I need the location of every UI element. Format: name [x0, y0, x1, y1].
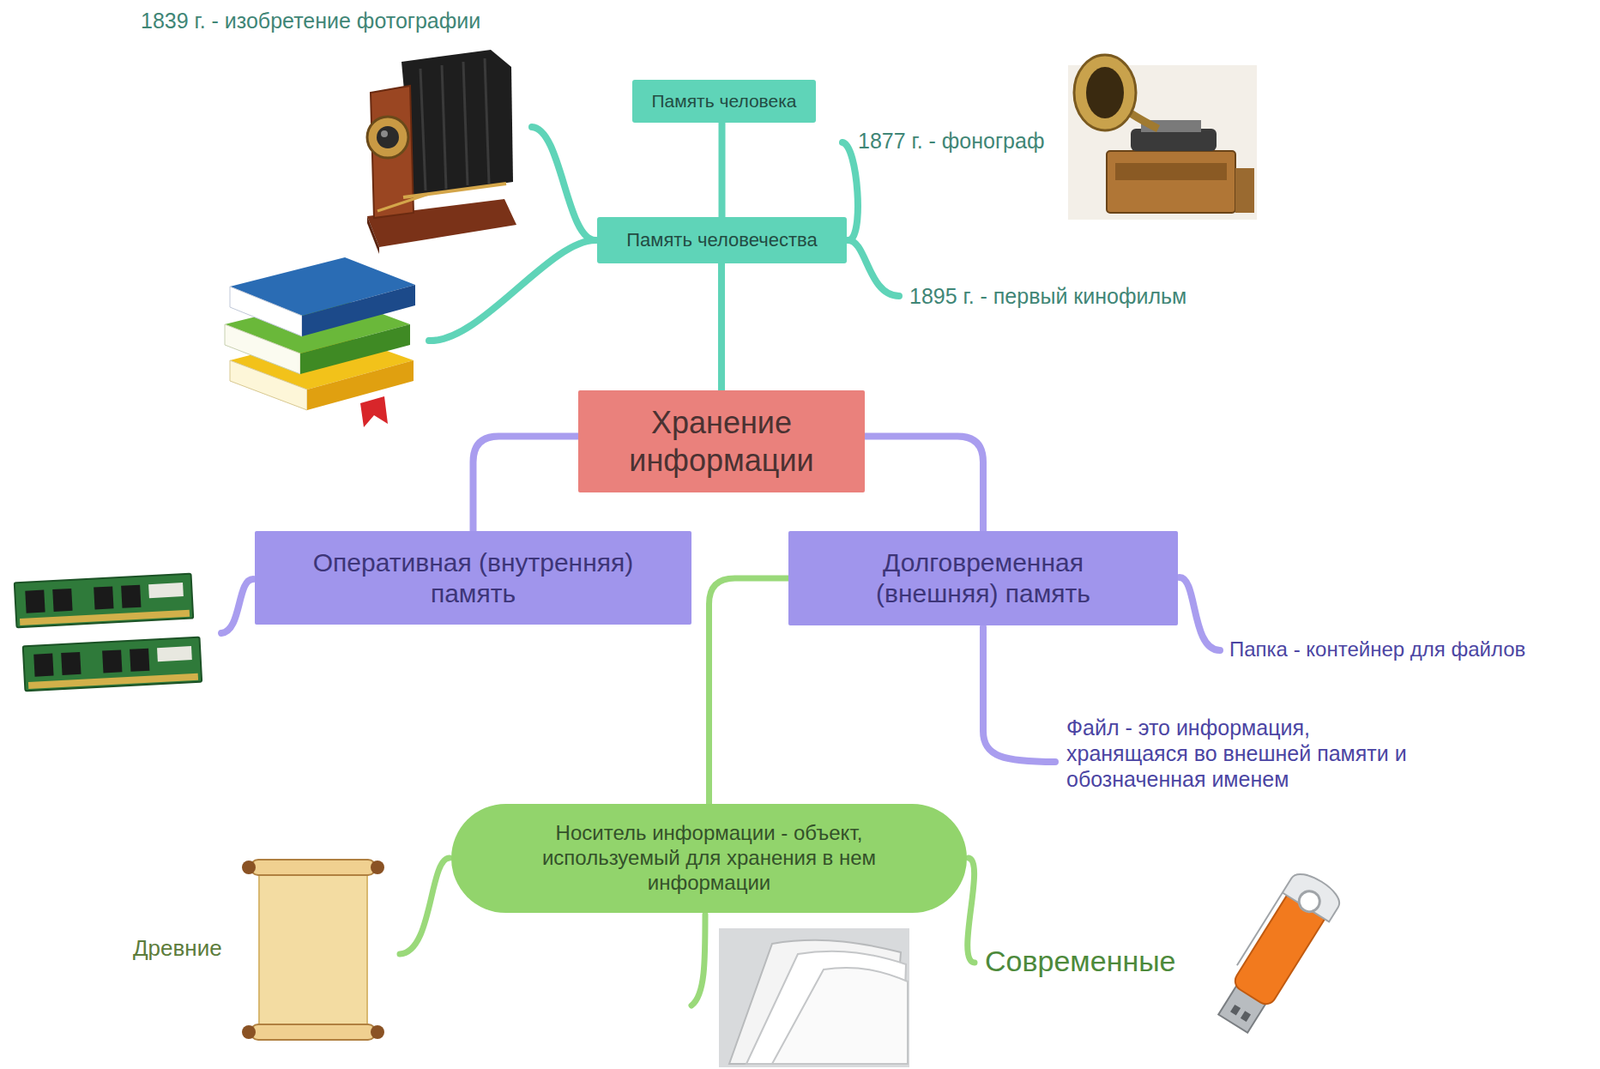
connector	[709, 578, 790, 804]
scroll-picture-part	[259, 869, 368, 1030]
ram-picture-part-part	[156, 646, 193, 662]
ram-picture-part-part	[129, 648, 150, 672]
leader-lines-part	[221, 579, 254, 634]
ram-picture-part-part	[19, 609, 190, 626]
root-box: Хранение информации	[578, 390, 865, 493]
teal-box: Память человечества	[597, 217, 847, 264]
flash-drive-picture-part	[1295, 887, 1324, 916]
scroll-picture-part	[370, 860, 385, 875]
phonograph-picture-part	[1235, 168, 1255, 213]
ram-picture-part-part	[28, 673, 199, 689]
ram-picture-part-part	[60, 652, 81, 676]
text-wrap: Носитель информации - объект, используем…	[520, 821, 899, 895]
camera-picture-part	[401, 49, 514, 196]
ram-picture-part-part	[14, 573, 194, 628]
memory-box: Оперативная (внутренняя) память	[254, 531, 692, 625]
leader-lines	[221, 126, 1220, 1006]
books-picture-part	[360, 396, 388, 428]
teal-box: Память человека	[632, 79, 816, 123]
phonograph-picture	[1068, 54, 1257, 220]
camera-picture-part	[377, 193, 429, 212]
scroll-picture-part	[250, 1024, 376, 1040]
camera-picture-part	[441, 65, 447, 189]
scroll-picture	[241, 859, 385, 1040]
paper-picture-part	[772, 967, 908, 1064]
connector	[718, 122, 726, 218]
memory-box: Долговременная (внешняя) память	[788, 531, 1178, 626]
definition-note: Папка - контейнер для файлов	[1229, 637, 1526, 663]
definition-note: Файл - это информация, хранящаяся во вне…	[1066, 714, 1427, 792]
leader-lines-part	[1179, 577, 1220, 651]
camera-picture-part	[463, 61, 468, 186]
camera-picture-part	[376, 126, 399, 149]
flash-drive-picture-part	[1230, 1004, 1241, 1016]
ram-picture-part	[14, 573, 194, 628]
books-picture-part	[224, 324, 301, 375]
books-picture-part	[301, 284, 416, 337]
text-wrap: Память человечества	[626, 229, 817, 252]
connector	[718, 263, 725, 391]
ram-picture-part-part	[52, 588, 73, 612]
scroll-picture-part	[250, 859, 376, 876]
leader-lines-part	[531, 126, 596, 241]
category-label: Древние	[132, 935, 223, 962]
ram-picture-part-part	[102, 649, 122, 673]
ram-picture	[14, 573, 202, 692]
category-label: Современные	[984, 943, 1177, 979]
ram-picture-part-part	[23, 637, 202, 692]
camera-picture-part	[403, 183, 507, 198]
ram-picture-part-part	[93, 585, 114, 610]
phonograph-picture-part	[1068, 65, 1257, 220]
books-picture	[224, 257, 416, 428]
paper-picture	[718, 928, 910, 1068]
phonograph-picture-part	[1074, 54, 1136, 131]
leader-lines-part	[399, 857, 450, 954]
camera-picture-part	[367, 116, 409, 158]
ram-picture-part	[23, 637, 202, 692]
box-text: Память человека	[652, 90, 797, 112]
phonograph-picture-part	[1115, 163, 1227, 181]
leader-lines-part	[983, 627, 1056, 762]
books-picture-part	[229, 286, 302, 337]
history-note: 1877 г. - фонограф	[857, 127, 1045, 154]
leader-lines-part	[967, 857, 975, 963]
leader-lines-part	[691, 914, 706, 1006]
camera-picture-part	[420, 68, 426, 191]
ram-picture-part-part	[120, 585, 141, 609]
box-text: Носитель информации - объект, используем…	[520, 821, 899, 895]
flash-drive-picture-part	[1240, 1010, 1251, 1022]
camera-picture-part	[380, 130, 388, 138]
connector	[473, 436, 580, 532]
leader-lines-part	[428, 240, 596, 341]
box-text: Оперативная (внутренняя) память	[289, 547, 659, 610]
text-wrap: Долговременная (внешняя) память	[854, 547, 1112, 610]
text-wrap: Хранение информации	[601, 404, 842, 478]
history-note: 1895 г. - первый кинофильм	[909, 283, 1187, 309]
ram-picture-part-part	[33, 653, 54, 677]
phonograph-picture-part	[1086, 66, 1124, 119]
ram-picture-part-part	[148, 582, 184, 598]
camera-picture	[367, 49, 517, 254]
scroll-picture-part	[241, 1025, 256, 1039]
carrier-pill: Носитель информации - объект, используем…	[451, 803, 967, 913]
flash-drive-picture-part	[1237, 867, 1346, 995]
text-wrap: Оперативная (внутренняя) память	[289, 547, 659, 610]
connector	[864, 436, 984, 532]
ram-picture-part-part	[24, 590, 45, 614]
leader-lines-part	[848, 240, 900, 296]
paper-picture-part	[718, 928, 910, 1068]
history-note: 1839 г. - изобретение фотографии	[140, 7, 481, 34]
scroll-picture-part	[241, 860, 256, 875]
scroll-picture-part	[370, 1025, 385, 1039]
text-wrap: Память человека	[652, 90, 797, 112]
camera-picture-part	[367, 216, 380, 254]
box-text: Хранение информации	[601, 404, 842, 478]
box-text: Долговременная (внешняя) память	[854, 547, 1112, 610]
flash-drive-picture	[1209, 867, 1346, 1039]
camera-picture-part	[484, 58, 490, 184]
box-text: Память человечества	[626, 229, 817, 252]
phonograph-picture-part	[1106, 150, 1236, 213]
